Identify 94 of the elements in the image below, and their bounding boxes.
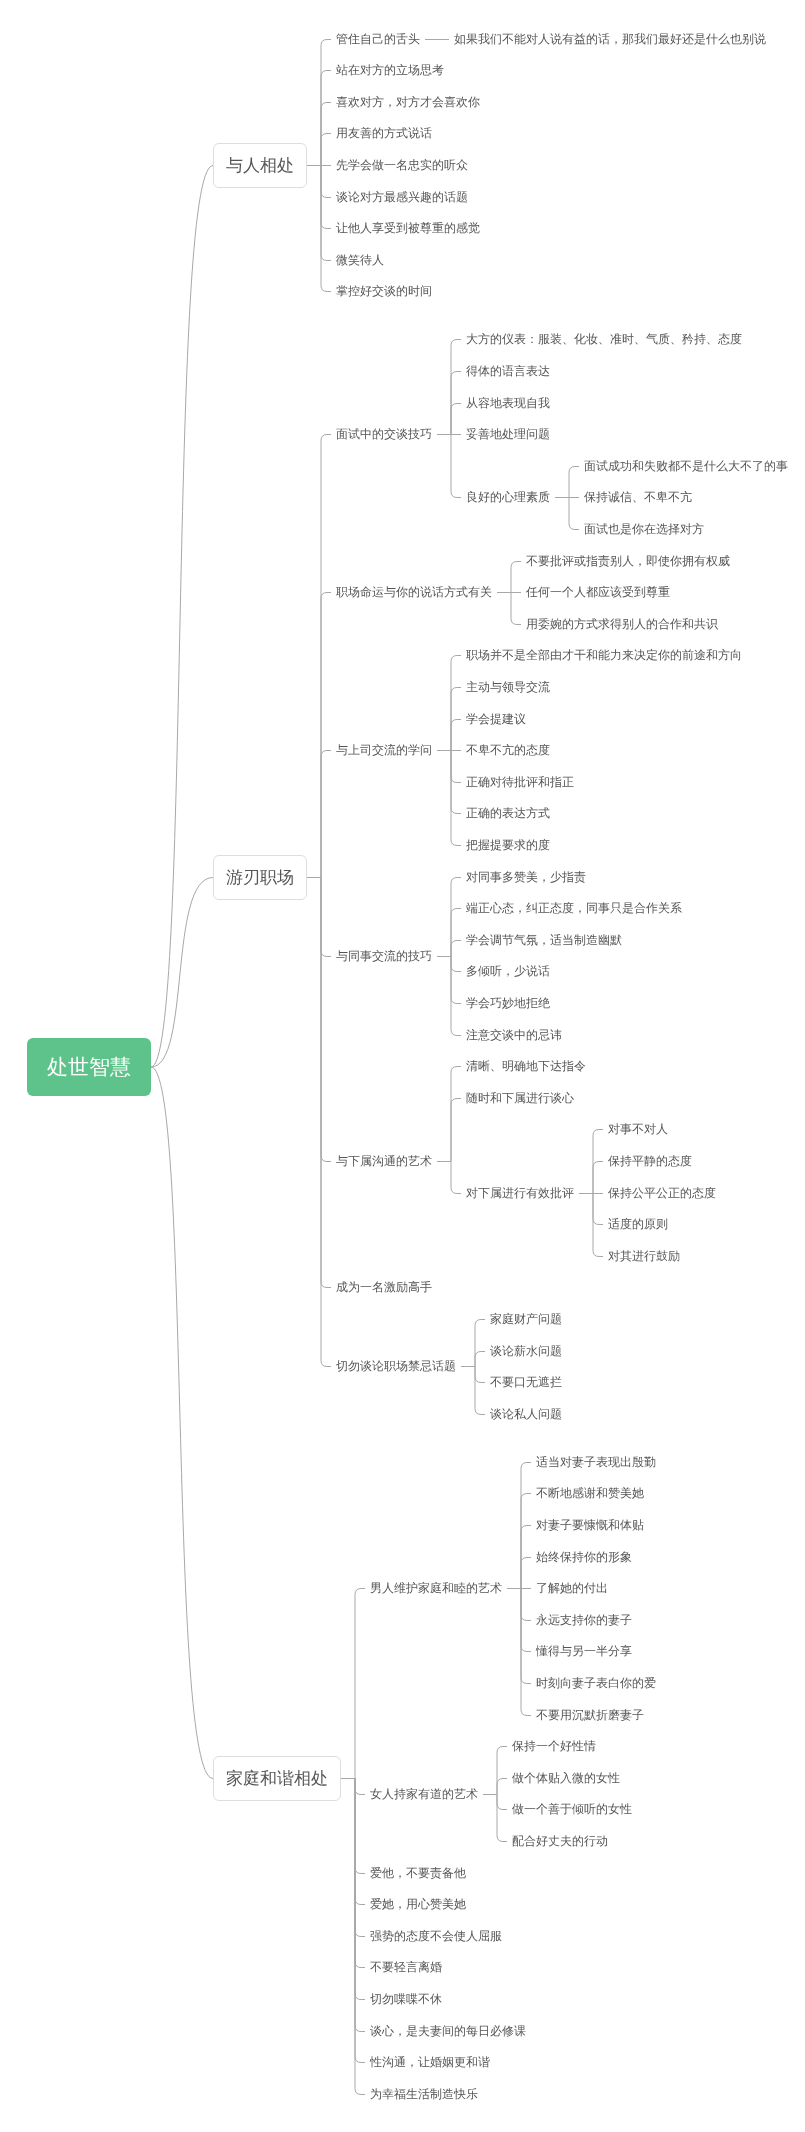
topic-text: 任何一个人都应该受到尊重 — [521, 584, 675, 602]
topic-text: 大方的仪表：服装、化妆、准时、气质、矜持、态度 — [461, 331, 747, 349]
connector-line — [306, 165, 332, 292]
topic-text: 保持诚信、不卑不亢 — [579, 489, 697, 507]
topic-text: 对妻子要慷慨和体贴 — [531, 1516, 649, 1534]
topic-text: 端正心态，纠正态度，同事只是合作关系 — [461, 900, 687, 918]
topic-text: 微笑待人 — [331, 251, 389, 269]
topic-text: 女人持家有道的艺术 — [365, 1785, 483, 1803]
topic-text: 良好的心理素质 — [461, 489, 555, 507]
topic-text: 清晰、明确地下达指令 — [461, 1058, 591, 1076]
topic-text: 学会提建议 — [461, 710, 531, 728]
topic-text: 时刻向妻子表白你的爱 — [531, 1674, 661, 1692]
topic-text: 面试成功和失败都不是什么大不了的事 — [579, 457, 793, 475]
topic-text: 管住自己的舌头 — [331, 30, 425, 48]
topic-text: 保持一个好性情 — [507, 1738, 601, 1756]
topic-text: 谈论私人问题 — [485, 1405, 567, 1423]
topic-text: 保持平静的态度 — [603, 1152, 697, 1170]
topic-text: 先学会做一名忠实的听众 — [331, 156, 473, 174]
topic-text: 学会调节气氛，适当制造幽默 — [461, 931, 627, 949]
topic-text: 对事不对人 — [603, 1121, 673, 1139]
topic-text: 懂得与另一半分享 — [531, 1643, 637, 1661]
topic-text: 如果我们不能对人说有益的话，那我们最好还是什么也别说 — [449, 30, 771, 48]
topic-text: 面试也是你在选择对方 — [579, 520, 709, 538]
topic-text: 爱他，不要责备他 — [365, 1864, 471, 1882]
connector-line — [460, 1366, 486, 1415]
topic-box: 家庭和谐相处 — [213, 1755, 341, 1801]
topic-text: 始终保持你的形象 — [531, 1548, 637, 1566]
topic-text: 掌控好交谈的时间 — [331, 283, 437, 301]
topic-text: 不要用沉默折磨妻子 — [531, 1706, 649, 1724]
topic-text: 性沟通，让婚姻更和谐 — [365, 2054, 495, 2072]
topic-text: 妥善地处理问题 — [461, 426, 555, 444]
topic-text: 用委婉的方式求得别人的合作和共识 — [521, 615, 723, 633]
topic-text: 得体的语言表达 — [461, 362, 555, 380]
topic-text: 主动与领导交流 — [461, 678, 555, 696]
connector-line — [436, 1161, 462, 1194]
topic-text: 职场并不是全部由才干和能力来决定你的前途和方向 — [461, 647, 747, 665]
connector-line — [496, 592, 522, 625]
connector-line — [578, 1193, 604, 1257]
topic-text: 永远支持你的妻子 — [531, 1611, 637, 1629]
topic-text: 与上司交流的学问 — [331, 742, 437, 760]
connector-line — [554, 497, 580, 530]
connector-line — [424, 39, 450, 40]
topic-text: 用友善的方式说话 — [331, 125, 437, 143]
topic-text: 对同事多赞美，少指责 — [461, 868, 591, 886]
topic-text: 谈心，是夫妻间的每日必修课 — [365, 2022, 531, 2040]
topic-text: 不要批评或指责别人，即使你拥有权威 — [521, 552, 735, 570]
topic-text: 切勿喋喋不休 — [365, 1990, 447, 2008]
topic-text: 面试中的交谈技巧 — [331, 426, 437, 444]
topic-text: 职场命运与你的说话方式有关 — [331, 584, 497, 602]
topic-text: 切勿谈论职场禁忌话题 — [331, 1358, 461, 1376]
connector-line — [436, 956, 462, 1036]
topic-text: 爱她，用心赞美她 — [365, 1896, 471, 1914]
topic-box: 与人相处 — [213, 142, 307, 188]
topic-text: 正确对待批评和指正 — [461, 773, 579, 791]
topic-text: 从容地表现自我 — [461, 394, 555, 412]
topic-box: 游刃职场 — [213, 854, 307, 900]
topic-text: 把握提要求的度 — [461, 836, 555, 854]
topic-text: 对下属进行有效批评 — [461, 1184, 579, 1202]
topic-text: 站在对方的立场思考 — [331, 62, 449, 80]
connector-line — [150, 165, 214, 1068]
topic-text: 不卑不亢的态度 — [461, 742, 555, 760]
topic-text: 做一个善于倾听的女性 — [507, 1801, 637, 1819]
root-topic-box: 处世智慧 — [27, 1037, 151, 1096]
topic-text: 让他人享受到被尊重的感觉 — [331, 220, 485, 238]
topic-text: 家庭财产问题 — [485, 1310, 567, 1328]
topic-text: 保持公平公正的态度 — [603, 1184, 721, 1202]
topic-text: 了解她的付出 — [531, 1580, 613, 1598]
topic-text: 谈论对方最感兴趣的话题 — [331, 188, 473, 206]
topic-text: 适当对妻子表现出殷勤 — [531, 1453, 661, 1471]
connector-line — [150, 877, 214, 1068]
topic-text: 正确的表达方式 — [461, 805, 555, 823]
topic-text: 成为一名激励高手 — [331, 1279, 437, 1297]
topic-text: 注意交谈中的忌讳 — [461, 1026, 567, 1044]
topic-text: 强势的态度不会使人屈服 — [365, 1927, 507, 1945]
topic-text: 不要口无遮拦 — [485, 1374, 567, 1392]
connector-line — [506, 1588, 532, 1716]
topic-text: 不断地感谢和赞美她 — [531, 1485, 649, 1503]
topic-text: 谈论薪水问题 — [485, 1342, 567, 1360]
topic-text: 做个体贴入微的女性 — [507, 1769, 625, 1787]
topic-text: 为幸福生活制造快乐 — [365, 2085, 483, 2103]
topic-text: 适度的原则 — [603, 1216, 673, 1234]
topic-text: 与下属沟通的艺术 — [331, 1152, 437, 1170]
topic-text: 多倾听，少说话 — [461, 963, 555, 981]
connector-line — [482, 1794, 508, 1842]
topic-text: 与同事交流的技巧 — [331, 947, 437, 965]
connector-line — [436, 750, 462, 846]
topic-text: 配合好丈夫的行动 — [507, 1832, 613, 1850]
topic-text: 不要轻言离婚 — [365, 1959, 447, 1977]
topic-text: 男人维护家庭和睦的艺术 — [365, 1580, 507, 1598]
topic-text: 喜欢对方，对方才会喜欢你 — [331, 93, 485, 111]
topic-text: 学会巧妙地拒绝 — [461, 994, 555, 1012]
topic-text: 随时和下属进行谈心 — [461, 1089, 579, 1107]
topic-text: 对其进行鼓励 — [603, 1247, 685, 1265]
connector-line — [150, 1066, 214, 1779]
